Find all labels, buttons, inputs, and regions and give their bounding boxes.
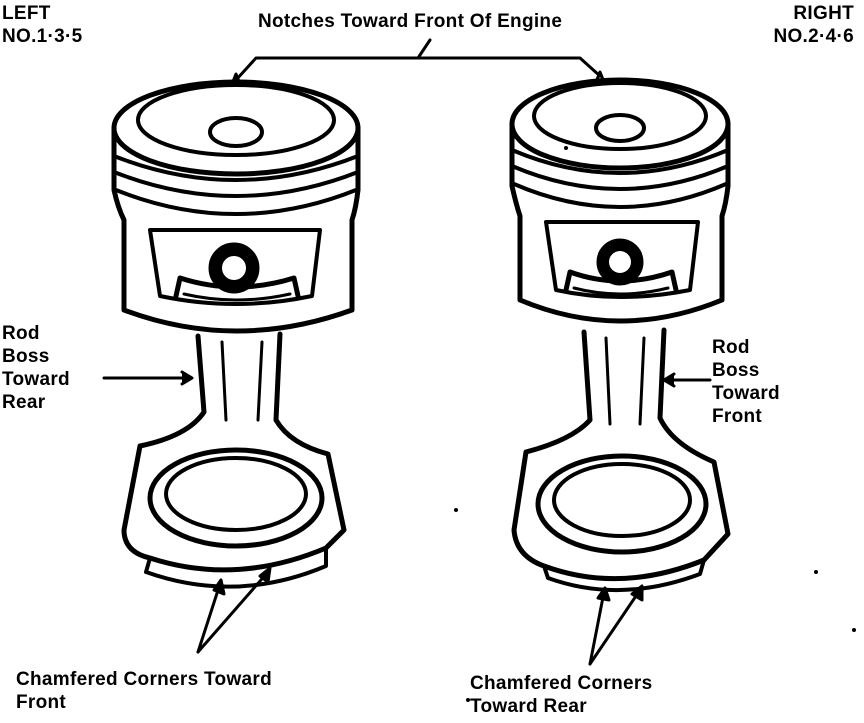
right-side-cylinders: NO.2·4·6 <box>773 26 854 47</box>
right-pin-boss <box>563 269 679 293</box>
left-rod-beam <box>121 331 347 573</box>
right-side-title: RIGHT <box>793 3 854 24</box>
right-ring-groove-2 <box>510 164 730 191</box>
left-side-title: LEFT <box>2 3 51 24</box>
left-chamfer-arrow-2 <box>196 570 270 654</box>
left-chamfer-arrow-1 <box>196 582 222 654</box>
right-chamfer-arrow-2 <box>588 588 642 666</box>
left-piston-assembly <box>111 72 361 589</box>
right-chamfer-arrow-1 <box>588 590 606 666</box>
right-piston-skirt <box>509 121 731 324</box>
right-chamfer-label: Chamfered Corners Toward Rear <box>470 673 653 717</box>
left-side-label: LEFT NO.1·3·5 <box>2 2 83 48</box>
left-rod-big-end <box>147 447 325 549</box>
left-chamfer-label: Chamfered Corners Toward Front <box>16 669 273 713</box>
left-ring-groove-2 <box>112 170 360 198</box>
right-chamfer-corners <box>542 558 706 593</box>
right-piston-assembly <box>509 70 731 593</box>
notches-bracket <box>234 38 602 82</box>
left-side-cylinders: NO.1·3·5 <box>2 26 83 47</box>
right-rod-big-end <box>535 453 709 555</box>
left-ring-groove-3 <box>114 188 358 216</box>
right-crown-notch <box>594 70 606 84</box>
leader-lines <box>102 38 712 666</box>
right-ring-groove-1 <box>510 148 730 175</box>
right-rod-beam <box>511 327 731 582</box>
left-ring-groove-1 <box>112 154 360 182</box>
right-piston-crown <box>509 77 731 171</box>
right-crown-center-mark <box>594 113 646 143</box>
left-piston-skirt <box>111 125 361 334</box>
left-rod-boss-label: Rod Boss Toward Rear <box>2 323 70 413</box>
left-pin-boss <box>173 275 301 299</box>
left-crown-center-mark <box>208 116 264 148</box>
right-side-label: RIGHT NO.2·4·6 <box>773 2 854 48</box>
left-pin-window <box>148 228 322 306</box>
left-chamfer-corners <box>144 546 328 589</box>
left-crown-notch <box>230 72 242 86</box>
left-piston-crown <box>111 79 361 177</box>
right-ring-groove-3 <box>512 182 728 209</box>
notches-label: Notches Toward Front Of Engine <box>258 11 563 32</box>
print-specks <box>454 146 856 702</box>
right-rod-boss-label: Rod Boss Toward Front <box>712 337 780 427</box>
